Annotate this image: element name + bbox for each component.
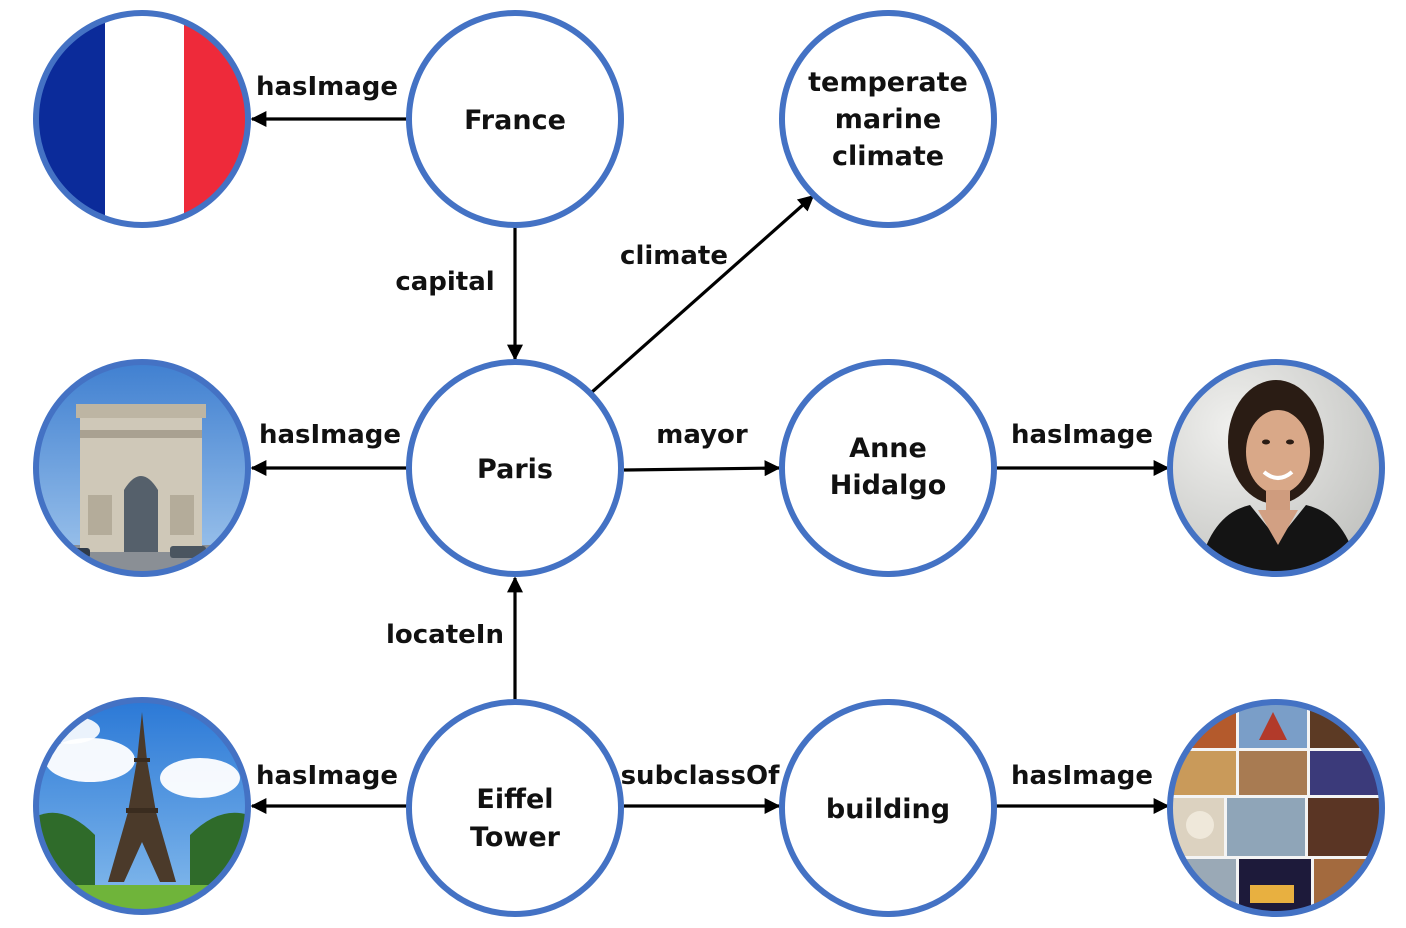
portrait-image <box>1167 359 1385 577</box>
svg-text:France: France <box>464 105 566 136</box>
svg-text:temperate: temperate <box>808 67 968 98</box>
svg-text:Hidalgo: Hidalgo <box>830 470 947 501</box>
edge-label-mayor: mayor <box>656 420 748 450</box>
node-anne-hidalgo: Anne Hidalgo <box>779 359 997 577</box>
svg-text:Tower: Tower <box>470 822 561 853</box>
svg-text:Eiffel: Eiffel <box>476 784 553 815</box>
svg-text:Paris: Paris <box>477 454 553 485</box>
node-france: France <box>406 10 624 228</box>
arc-de-triomphe-image <box>33 359 251 577</box>
edge-label-building-hasimage: hasImage <box>1011 761 1153 791</box>
edge-mayor <box>623 460 781 477</box>
edge-label-eiffel-hasimage: hasImage <box>256 761 398 791</box>
svg-text:Anne: Anne <box>849 433 927 464</box>
node-temperate-marine-climate: temperate marine climate <box>779 10 997 228</box>
svg-text:marine: marine <box>835 104 941 135</box>
edge-label-paris-hasimage: hasImage <box>259 420 401 450</box>
node-building: building <box>779 699 997 917</box>
node-paris: Paris <box>406 359 624 577</box>
french-flag-image <box>33 10 251 228</box>
eiffel-tower-image <box>33 697 251 915</box>
svg-text:building: building <box>826 794 950 825</box>
edge-label-climate: climate <box>620 241 728 271</box>
building-collage-image <box>1167 699 1385 917</box>
edge-climate <box>590 194 815 394</box>
edge-label-anne-hasimage: hasImage <box>1011 420 1153 450</box>
svg-text:climate: climate <box>832 141 944 172</box>
edge-label-france-hasimage: hasImage <box>256 72 398 102</box>
edge-label-capital: capital <box>395 267 494 297</box>
edge-label-subclass-of: subclassOf <box>621 761 781 791</box>
edge-label-locate-in: locateIn <box>386 620 504 650</box>
node-eiffel-tower: Eiffel Tower <box>406 699 624 917</box>
